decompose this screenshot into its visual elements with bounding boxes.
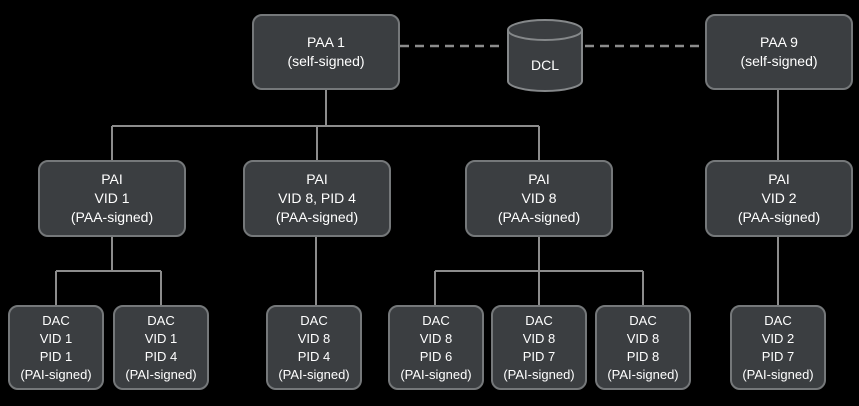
node-pai-vid8: PAI VID 8 (PAA-signed) — [465, 160, 613, 237]
node-dac-vid8-pid4: DAC VID 8 PID 4 (PAI-signed) — [266, 305, 362, 390]
node-label-line: DAC — [629, 312, 657, 328]
node-label-line: DAC — [525, 312, 553, 328]
node-label-line: PAI — [101, 171, 123, 187]
node-dcl-label: DCL — [530, 57, 559, 73]
node-label-line: (self-signed) — [740, 53, 818, 69]
node-label-line: DAC — [764, 312, 792, 328]
node-label-line: (PAA-signed) — [737, 209, 821, 225]
node-label-line: PAA 1 — [307, 34, 345, 50]
node-label-line: PAA 9 — [760, 34, 798, 50]
node-dac-vid8-pid6: DAC VID 8 PID 6 (PAI-signed) — [388, 305, 484, 390]
node-label-line: DAC — [147, 312, 175, 328]
node-label-line: (PAI-signed) — [742, 366, 814, 382]
node-dac-vid8-pid7: DAC VID 8 PID 7 (PAI-signed) — [491, 305, 587, 390]
node-label-line: VID 8 — [521, 190, 557, 206]
node-label-line: VID 8 — [626, 330, 660, 346]
node-label-line: PID 1 — [39, 348, 73, 364]
node-label-line: (PAA-signed) — [497, 209, 581, 225]
node-label-line: VID 8 — [522, 330, 556, 346]
node-dac-vid2-pid7: DAC VID 2 PID 7 (PAI-signed) — [730, 305, 826, 390]
node-label-line: VID 1 — [39, 330, 73, 346]
node-label-line: VID 8, PID 4 — [278, 190, 356, 206]
node-label-line: VID 8 — [297, 330, 331, 346]
node-dac-vid1-pid1: DAC VID 1 PID 1 (PAI-signed) — [8, 305, 104, 390]
node-label-line: DAC — [422, 312, 450, 328]
node-dac-vid8-pid8: DAC VID 8 PID 8 (PAI-signed) — [595, 305, 691, 390]
node-label-line: (PAI-signed) — [20, 366, 92, 382]
node-label-line: DAC — [42, 312, 70, 328]
node-dcl: DCL — [505, 17, 585, 97]
node-label-line: VID 8 — [419, 330, 453, 346]
node-label-line: (PAA-signed) — [70, 209, 154, 225]
node-label-line: PAI — [528, 171, 550, 187]
node-label-line: (PAI-signed) — [278, 366, 350, 382]
node-label-line: (PAI-signed) — [125, 366, 197, 382]
node-label-line: PAI — [306, 171, 328, 187]
node-dac-vid1-pid4: DAC VID 1 PID 4 (PAI-signed) — [113, 305, 209, 390]
node-label-line: PID 4 — [144, 348, 178, 364]
node-label-line: (PAI-signed) — [503, 366, 575, 382]
database-cylinder-icon — [507, 19, 583, 92]
node-label-line: VID 1 — [144, 330, 178, 346]
node-label-line: (PAI-signed) — [607, 366, 679, 382]
node-label-line: (self-signed) — [287, 53, 365, 69]
node-label-line: (PAI-signed) — [400, 366, 472, 382]
node-pai-vid8-pid4: PAI VID 8, PID 4 (PAA-signed) — [243, 160, 391, 237]
node-label-line: PID 7 — [761, 348, 795, 364]
node-pai-vid2: PAI VID 2 (PAA-signed) — [705, 160, 853, 237]
node-label-line: VID 2 — [761, 330, 795, 346]
node-label-line: PID 8 — [626, 348, 660, 364]
node-label-line: VID 2 — [761, 190, 797, 206]
node-label-line: PID 7 — [522, 348, 556, 364]
node-paa-1: PAA 1 (self-signed) — [252, 14, 400, 90]
node-label-line: PAI — [768, 171, 790, 187]
node-label-line: VID 1 — [94, 190, 130, 206]
node-paa-9: PAA 9 (self-signed) — [705, 14, 853, 90]
node-label-line: PID 6 — [419, 348, 453, 364]
node-label-line: (PAA-signed) — [275, 209, 359, 225]
node-label-line: PID 4 — [297, 348, 331, 364]
node-label-line: DAC — [300, 312, 328, 328]
node-pai-vid1: PAI VID 1 (PAA-signed) — [38, 160, 186, 237]
